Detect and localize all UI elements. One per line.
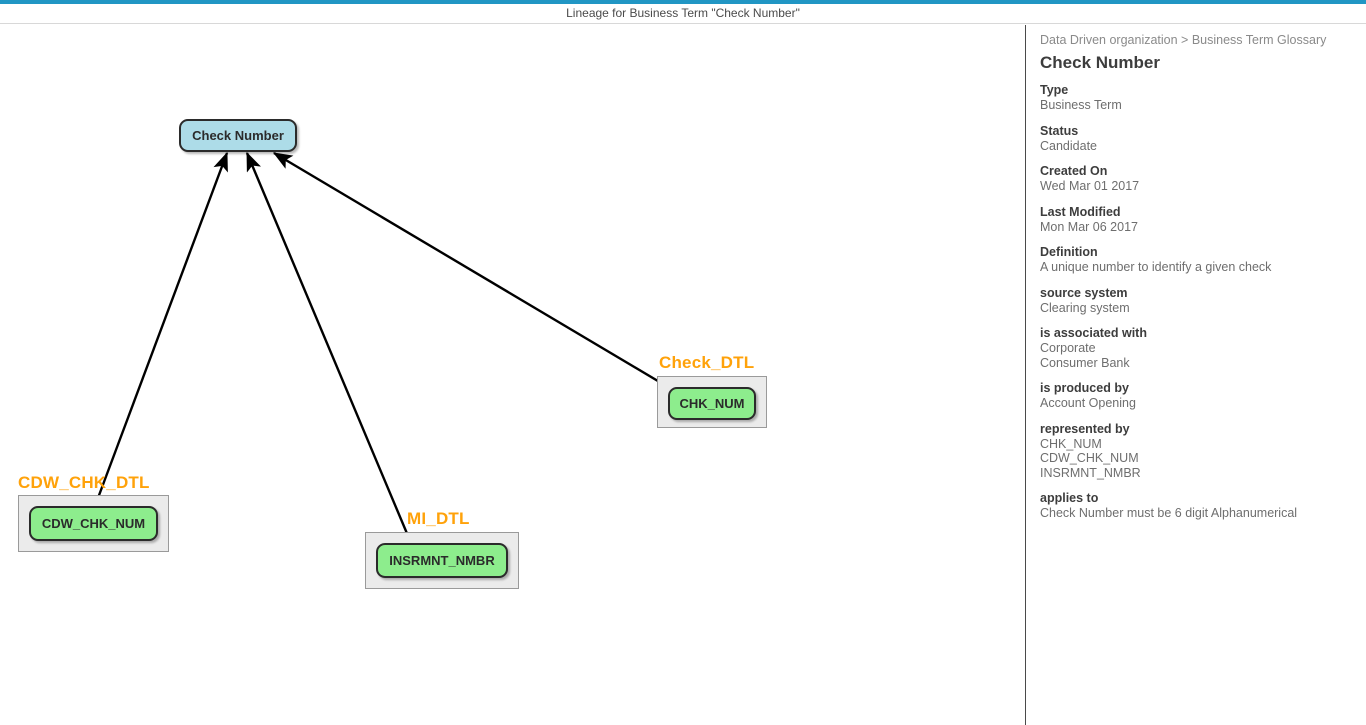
window-title-bar: Lineage for Business Term "Check Number"	[0, 4, 1366, 24]
property-label: source system	[1040, 285, 1128, 300]
property-label: is produced by	[1040, 381, 1129, 395]
entity-title: Check Number	[1040, 53, 1160, 72]
property-label: applies to	[1040, 491, 1099, 505]
property-value: Wed Mar 01 2017	[1040, 179, 1140, 193]
property-value: INSRMNT_NMBR	[1040, 465, 1141, 480]
group-mi-dtl-column-node[interactable]: INSRMNT_NMBR	[376, 543, 508, 578]
property-label: Status	[1040, 123, 1079, 138]
group-check-dtl-column-node[interactable]: CHK_NUM	[668, 387, 756, 420]
property-value: Clearing system	[1040, 300, 1130, 315]
property-label: Created On	[1040, 164, 1108, 178]
property-label: Type	[1040, 83, 1069, 97]
lineage-edges-layer	[93, 151, 669, 544]
property-value: A unique number to identify a given chec…	[1040, 260, 1272, 274]
property-value: Account Opening	[1040, 396, 1136, 410]
edge-insrmnt-nmbr-to-check-number	[245, 151, 413, 544]
property-label: Last Modified	[1040, 204, 1121, 219]
breadcrumb[interactable]: Data Driven organization > Business Term…	[1040, 33, 1327, 47]
details-panel: Data Driven organization > Business Term…	[1026, 25, 1366, 725]
property-value: Candidate	[1040, 138, 1097, 153]
business-term-node[interactable]: Check Number	[179, 119, 297, 152]
property-label: Definition	[1040, 245, 1098, 259]
property-value: Check Number must be 6 digit Alphanumeri…	[1040, 506, 1298, 520]
property-value: Business Term	[1040, 98, 1122, 112]
property-label: is associated with	[1040, 326, 1147, 340]
property-value: Mon Mar 06 2017	[1040, 219, 1138, 234]
pane-divider[interactable]	[1025, 25, 1026, 725]
group-cdw-chk-dtl-label: CDW_CHK_DTL	[18, 473, 150, 492]
property-value: Consumer Bank	[1040, 355, 1130, 370]
property-value: CHK_NUM	[1040, 436, 1102, 451]
group-cdw-chk-dtl-column-node[interactable]: CDW_CHK_NUM	[29, 506, 158, 541]
group-mi-dtl-label: MI_DTL	[407, 509, 470, 528]
top-accent-bar	[0, 0, 1366, 4]
lineage-canvas[interactable]: CDW_CHK_DTL CDW_CHK_NUM MI_DTL INSRMNT_NMBR…	[0, 25, 1025, 725]
group-check-dtl-label: Check_DTL	[659, 353, 755, 372]
page-title: Lineage for Business Term "Check Number"	[566, 6, 800, 20]
property-value: CDW_CHK_NUM	[1040, 451, 1139, 465]
property-value: Corporate	[1040, 341, 1096, 355]
edge-chk-num-to-check-number	[272, 151, 669, 389]
edge-cdw-chk-num-to-check-number	[93, 151, 229, 507]
property-label: represented by	[1040, 421, 1130, 436]
